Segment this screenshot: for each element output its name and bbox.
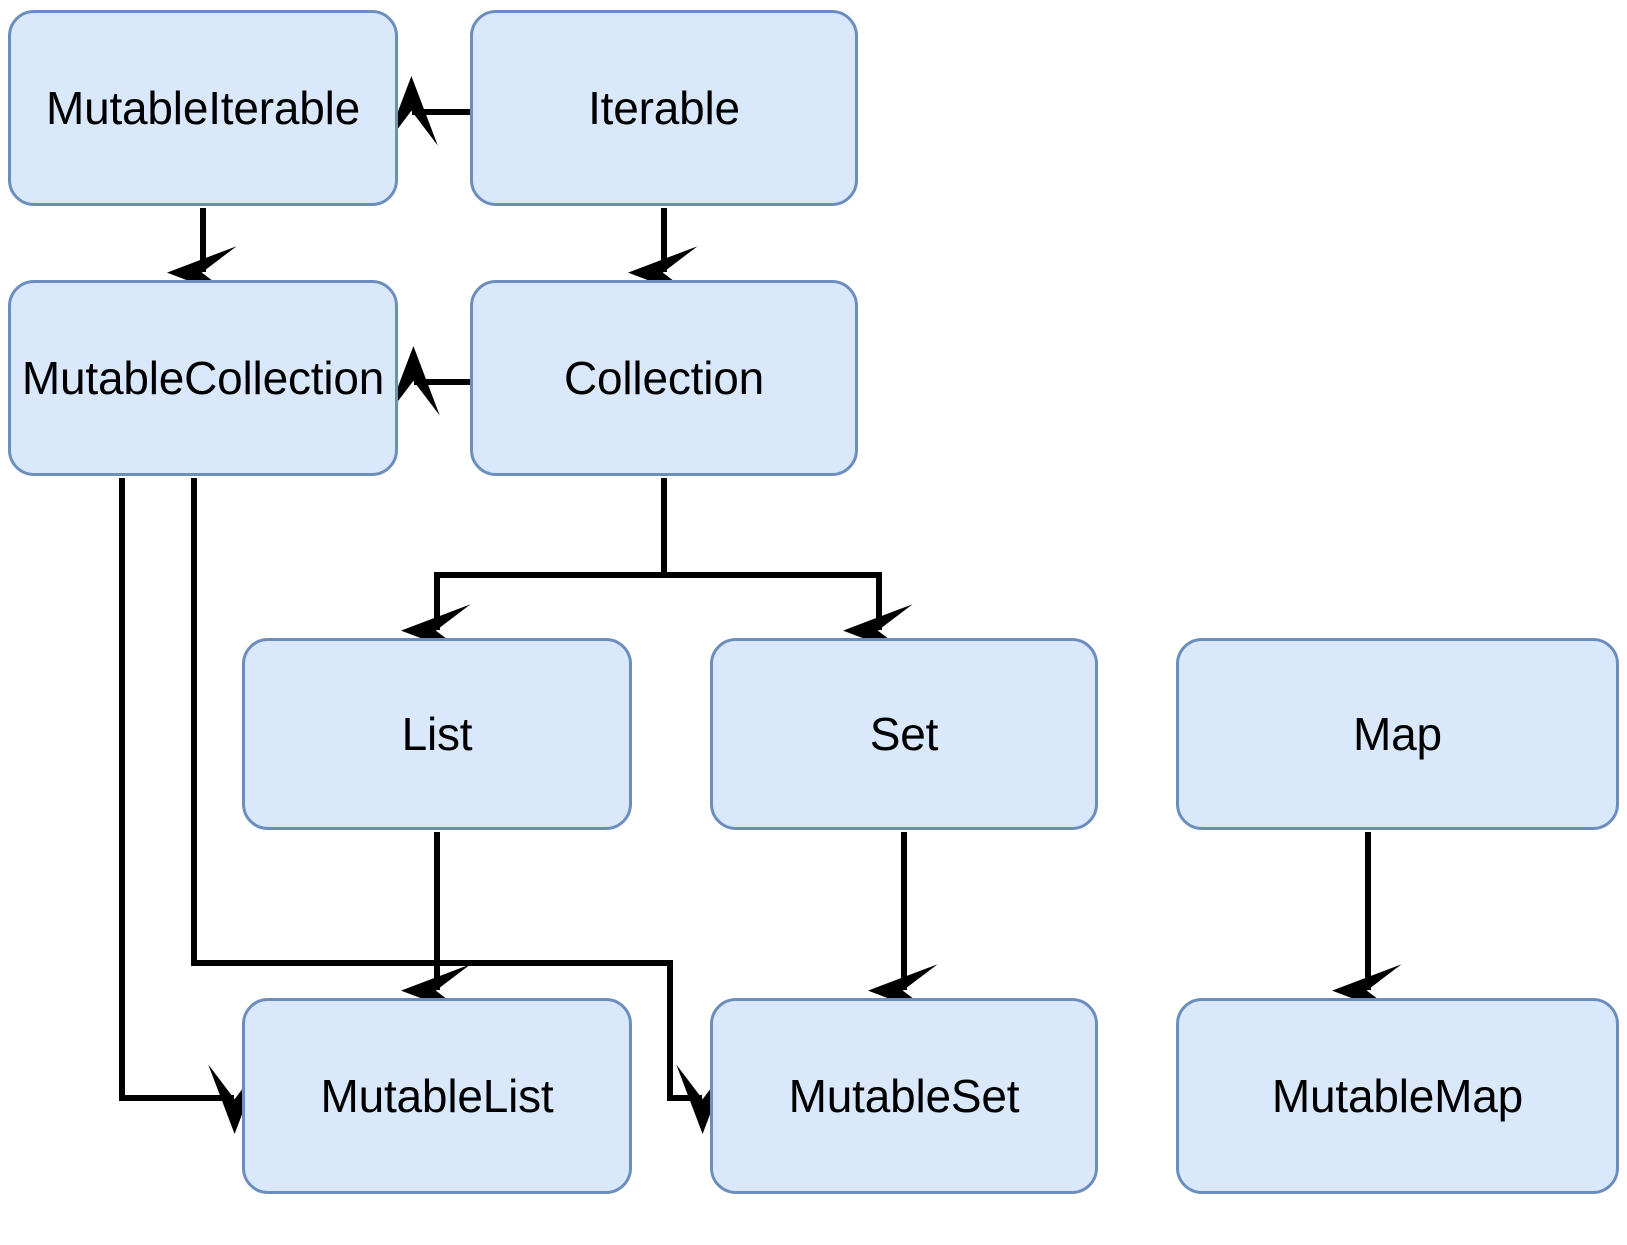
node-label: Collection [564,351,764,404]
node-label: MutableList [320,1069,554,1122]
node-mutable-list[interactable]: MutableList [242,998,632,1194]
node-label: Map [1353,707,1442,760]
node-label: MutableMap [1271,1069,1524,1122]
node-iterable[interactable]: Iterable [470,10,858,206]
node-label: MutableIterable [45,81,361,134]
edge-mutableCollection-to-mutableList [119,478,261,1134]
node-label: Iterable [588,81,740,134]
node-label: List [401,707,473,760]
node-mutable-collection[interactable]: MutableCollection [8,280,398,476]
node-label: MutableCollection [21,351,385,404]
node-mutable-set[interactable]: MutableSet [710,998,1098,1194]
edge-collection-to-set [664,572,913,657]
node-collection[interactable]: Collection [470,280,858,476]
node-set[interactable]: Set [710,638,1098,830]
node-mutable-map[interactable]: MutableMap [1176,998,1619,1194]
node-label: Set [869,707,939,760]
node-map[interactable]: Map [1176,638,1619,830]
node-label: MutableSet [788,1069,1020,1122]
node-mutable-iterable[interactable]: MutableIterable [8,10,398,206]
node-list[interactable]: List [242,638,632,830]
edge-collection-to-list [401,478,667,657]
